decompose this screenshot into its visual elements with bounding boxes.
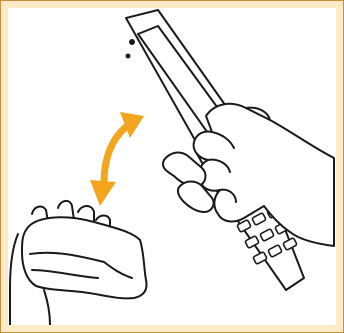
phone-camera — [127, 55, 130, 58]
phone-earpiece — [130, 40, 134, 44]
hand-with-cloth — [10, 201, 147, 325]
rotation-arrow-icon — [90, 112, 144, 206]
illustration-panel — [8, 8, 336, 325]
illustration-svg — [8, 8, 336, 325]
